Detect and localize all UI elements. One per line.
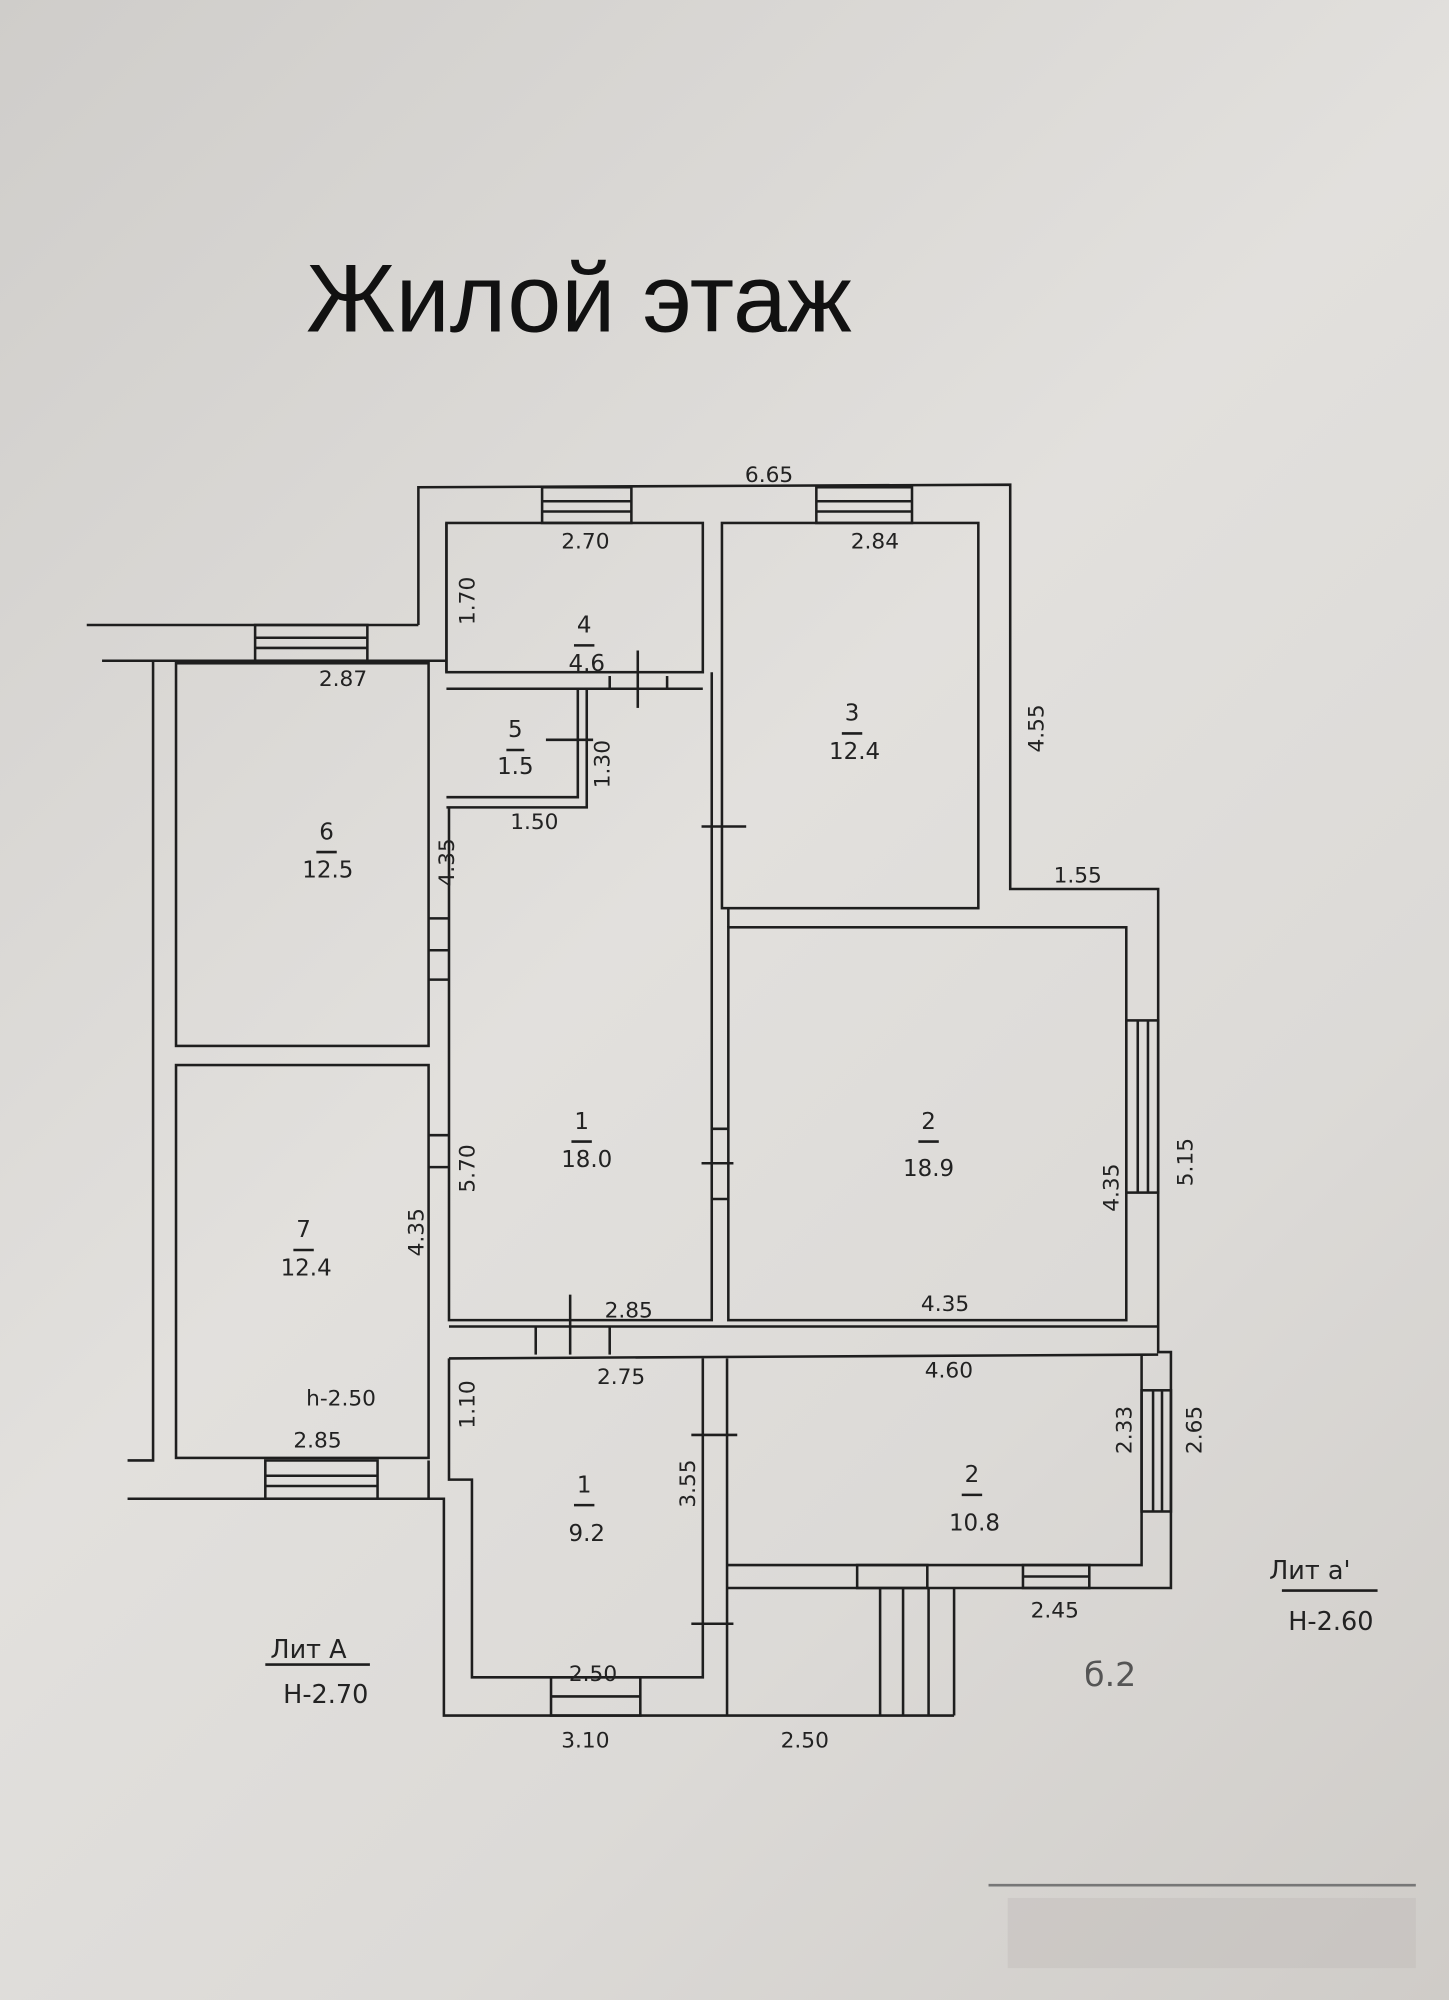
svg-text:18.0: 18.0 <box>561 1147 612 1173</box>
svg-text:2: 2 <box>965 1462 980 1488</box>
svg-text:2.50: 2.50 <box>781 1728 829 1753</box>
room-label: 118.0 <box>561 1109 612 1173</box>
svg-text:2.75: 2.75 <box>597 1365 645 1390</box>
page-title: Жилой этаж <box>306 244 852 353</box>
svg-text:2.87: 2.87 <box>319 667 367 692</box>
svg-text:1.70: 1.70 <box>455 577 480 625</box>
svg-text:4.6: 4.6 <box>569 651 605 677</box>
window <box>540 485 633 525</box>
svg-text:1.10: 1.10 <box>456 1380 481 1428</box>
svg-text:6: 6 <box>319 819 334 845</box>
svg-text:1.30: 1.30 <box>591 740 616 788</box>
window <box>549 1676 642 1717</box>
window <box>264 1459 379 1500</box>
svg-text:12.5: 12.5 <box>302 858 353 884</box>
svg-text:2.85: 2.85 <box>293 1429 341 1454</box>
svg-text:Лит А: Лит А <box>270 1635 347 1665</box>
svg-text:Лит а': Лит а' <box>1269 1556 1350 1586</box>
door-marks <box>428 650 747 1625</box>
svg-text:1.5: 1.5 <box>497 754 533 780</box>
lit-a1-label: Лит а' Н-2.60 <box>1269 1556 1378 1637</box>
svg-text:5: 5 <box>508 717 523 743</box>
door <box>855 1563 929 1590</box>
svg-text:2.84: 2.84 <box>851 529 899 554</box>
svg-text:6.65: 6.65 <box>745 463 793 488</box>
window <box>253 623 369 662</box>
svg-text:2.33: 2.33 <box>1112 1406 1137 1454</box>
svg-text:12.4: 12.4 <box>281 1256 332 1282</box>
svg-text:1.55: 1.55 <box>1054 864 1102 889</box>
window <box>815 485 914 525</box>
svg-text:1: 1 <box>577 1472 592 1498</box>
dimension-labels: 6.65 2.70 1.70 2.84 4.55 1.50 1.30 1.55 … <box>293 463 1207 1753</box>
room-label: 51.5 <box>497 717 533 780</box>
svg-text:2.50: 2.50 <box>569 1662 617 1687</box>
faded-stamp <box>988 1883 1416 1969</box>
svg-text:4.35: 4.35 <box>921 1292 969 1317</box>
svg-text:2.70: 2.70 <box>561 529 609 554</box>
lit-a-label: Лит А Н-2.70 <box>265 1635 370 1710</box>
window <box>1140 1389 1173 1513</box>
svg-text:4: 4 <box>577 613 592 639</box>
svg-text:3: 3 <box>845 701 860 727</box>
svg-text:5.70: 5.70 <box>456 1144 481 1192</box>
room-7-outline <box>174 1063 430 1460</box>
svg-text:2.65: 2.65 <box>1183 1406 1208 1454</box>
svg-text:2.85: 2.85 <box>605 1299 653 1324</box>
window <box>1021 1563 1091 1590</box>
svg-text:10.8: 10.8 <box>949 1511 1000 1537</box>
svg-text:2.45: 2.45 <box>1031 1598 1079 1623</box>
room-label: 312.4 <box>829 701 880 765</box>
window <box>1125 1019 1160 1194</box>
svg-text:1: 1 <box>574 1109 589 1135</box>
svg-text:3.55: 3.55 <box>676 1459 701 1507</box>
svg-text:4.55: 4.55 <box>1024 704 1049 752</box>
svg-text:Н-2.70: Н-2.70 <box>283 1680 368 1710</box>
room-6-outline <box>174 661 430 1048</box>
svg-text:4.35: 4.35 <box>404 1208 429 1256</box>
room-label: 19.2 <box>569 1472 605 1546</box>
svg-text:4.35: 4.35 <box>435 838 460 886</box>
svg-text:4.60: 4.60 <box>925 1359 973 1384</box>
room-label: 210.8 <box>949 1462 1000 1536</box>
room-label: 218.9 <box>903 1109 954 1182</box>
room-label: 612.5 <box>302 819 353 883</box>
svg-text:18.9: 18.9 <box>903 1156 954 1182</box>
svg-text:4.35: 4.35 <box>1100 1163 1125 1211</box>
svg-text:7: 7 <box>296 1217 311 1243</box>
svg-text:5.15: 5.15 <box>1174 1138 1199 1186</box>
room-label: 44.6 <box>569 613 605 677</box>
svg-text:1.50: 1.50 <box>510 810 558 835</box>
svg-text:12.4: 12.4 <box>829 739 880 765</box>
svg-text:2: 2 <box>921 1109 936 1135</box>
svg-text:h-2.50: h-2.50 <box>306 1387 376 1412</box>
svg-text:Н-2.60: Н-2.60 <box>1288 1607 1373 1637</box>
svg-text:3.10: 3.10 <box>561 1728 609 1753</box>
svg-text:9.2: 9.2 <box>569 1521 605 1547</box>
walls <box>86 483 1173 1717</box>
sheet-note: б.2 <box>1084 1655 1136 1694</box>
room-label: 712.4 <box>281 1217 332 1281</box>
